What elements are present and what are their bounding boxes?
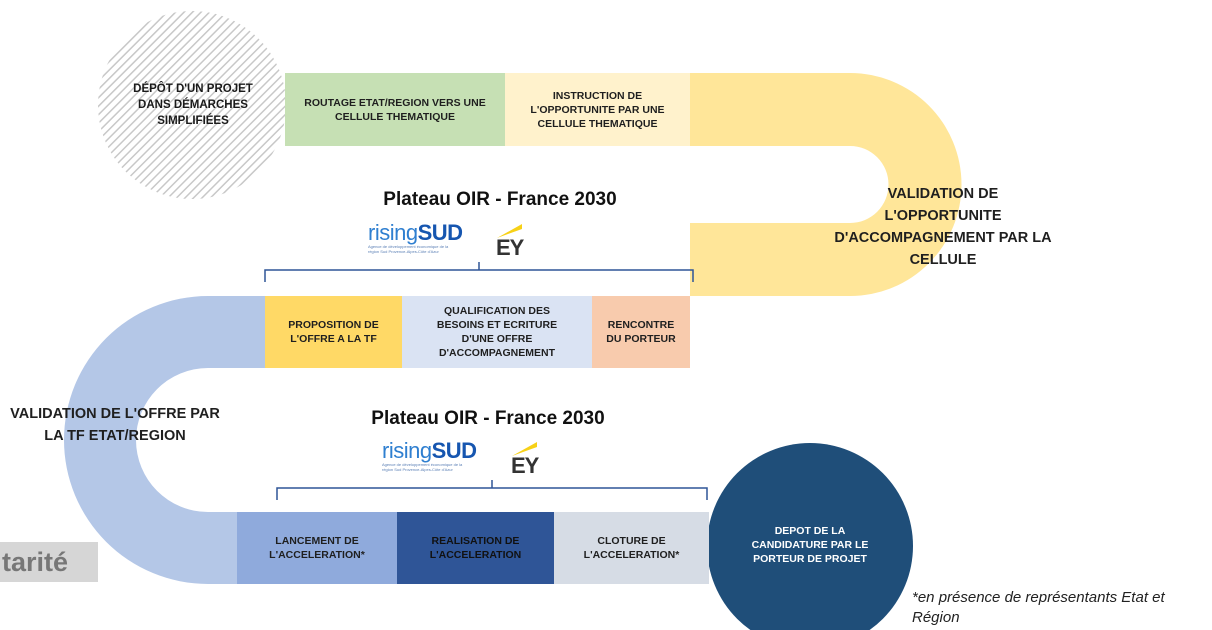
brace-bottom [276, 487, 708, 500]
lancement-step: LANCEMENT DE L'ACCELERATION* [237, 512, 397, 584]
risingsud-logo-2: risingSUD Agence de développement économ… [382, 438, 477, 473]
realisation-step: REALISATION DE L'ACCELERATION [397, 512, 554, 584]
validation-cellule-label: VALIDATION DE L'OPPORTUNITE D'ACCOMPAGNE… [834, 186, 1052, 268]
routage-step: ROUTAGE ETAT/REGION VERS UNE CELLULE THE… [285, 73, 505, 146]
left-curve [64, 296, 265, 584]
start-label: DÉPÔT D'UN PROJET DANS DÉMARCHES SIMPLIF… [133, 83, 253, 127]
cloture-step: CLOTURE DE L'ACCELERATION* [554, 512, 709, 584]
plateau-title-2: Plateau OIR - France 2030 [371, 408, 605, 429]
risingsud-logo-text: SUD [431, 438, 477, 463]
right-curve [690, 73, 962, 296]
instruction-step: INSTRUCTION DE L'OPPORTUNITE PAR UNE CEL… [505, 73, 690, 146]
end-label: DEPOT DE LA CANDIDATURE PAR LE PORTEUR D… [751, 525, 869, 565]
start-circle [98, 11, 286, 199]
cut-off-title: tarité [0, 542, 98, 582]
brace-top [264, 269, 694, 282]
risingsud-logo-text: rising [382, 438, 432, 463]
risingsud-tagline: Agence de développement économique de la… [368, 244, 449, 254]
risingsud-logo-text: SUD [417, 220, 463, 245]
risingsud-logo-1: risingSUD Agence de développement économ… [368, 220, 463, 255]
ey-logo-2: EY [511, 453, 539, 478]
end-circle [707, 443, 913, 630]
ey-beam-2 [512, 442, 537, 456]
rencontre-step: RENCONTRE DU PORTEUR [592, 296, 690, 368]
ey-logo-1: EY [496, 235, 524, 260]
proposition-step: PROPOSITION DE L'OFFRE A LA TF [265, 296, 402, 368]
validation-tf-label: VALIDATION DE L'OFFRE PAR LA TF ETAT/REG… [10, 406, 220, 444]
qualification-step: QUALIFICATION DES BESOINS ET ECRITURE D'… [402, 296, 592, 368]
footnote: *en présence de représentants Etat et Ré… [912, 589, 1165, 626]
risingsud-tagline: Agence de développement économique de la… [382, 462, 463, 472]
plateau-title-1: Plateau OIR - France 2030 [383, 189, 617, 210]
risingsud-logo-text: rising [368, 220, 418, 245]
ey-beam-1 [497, 224, 522, 238]
